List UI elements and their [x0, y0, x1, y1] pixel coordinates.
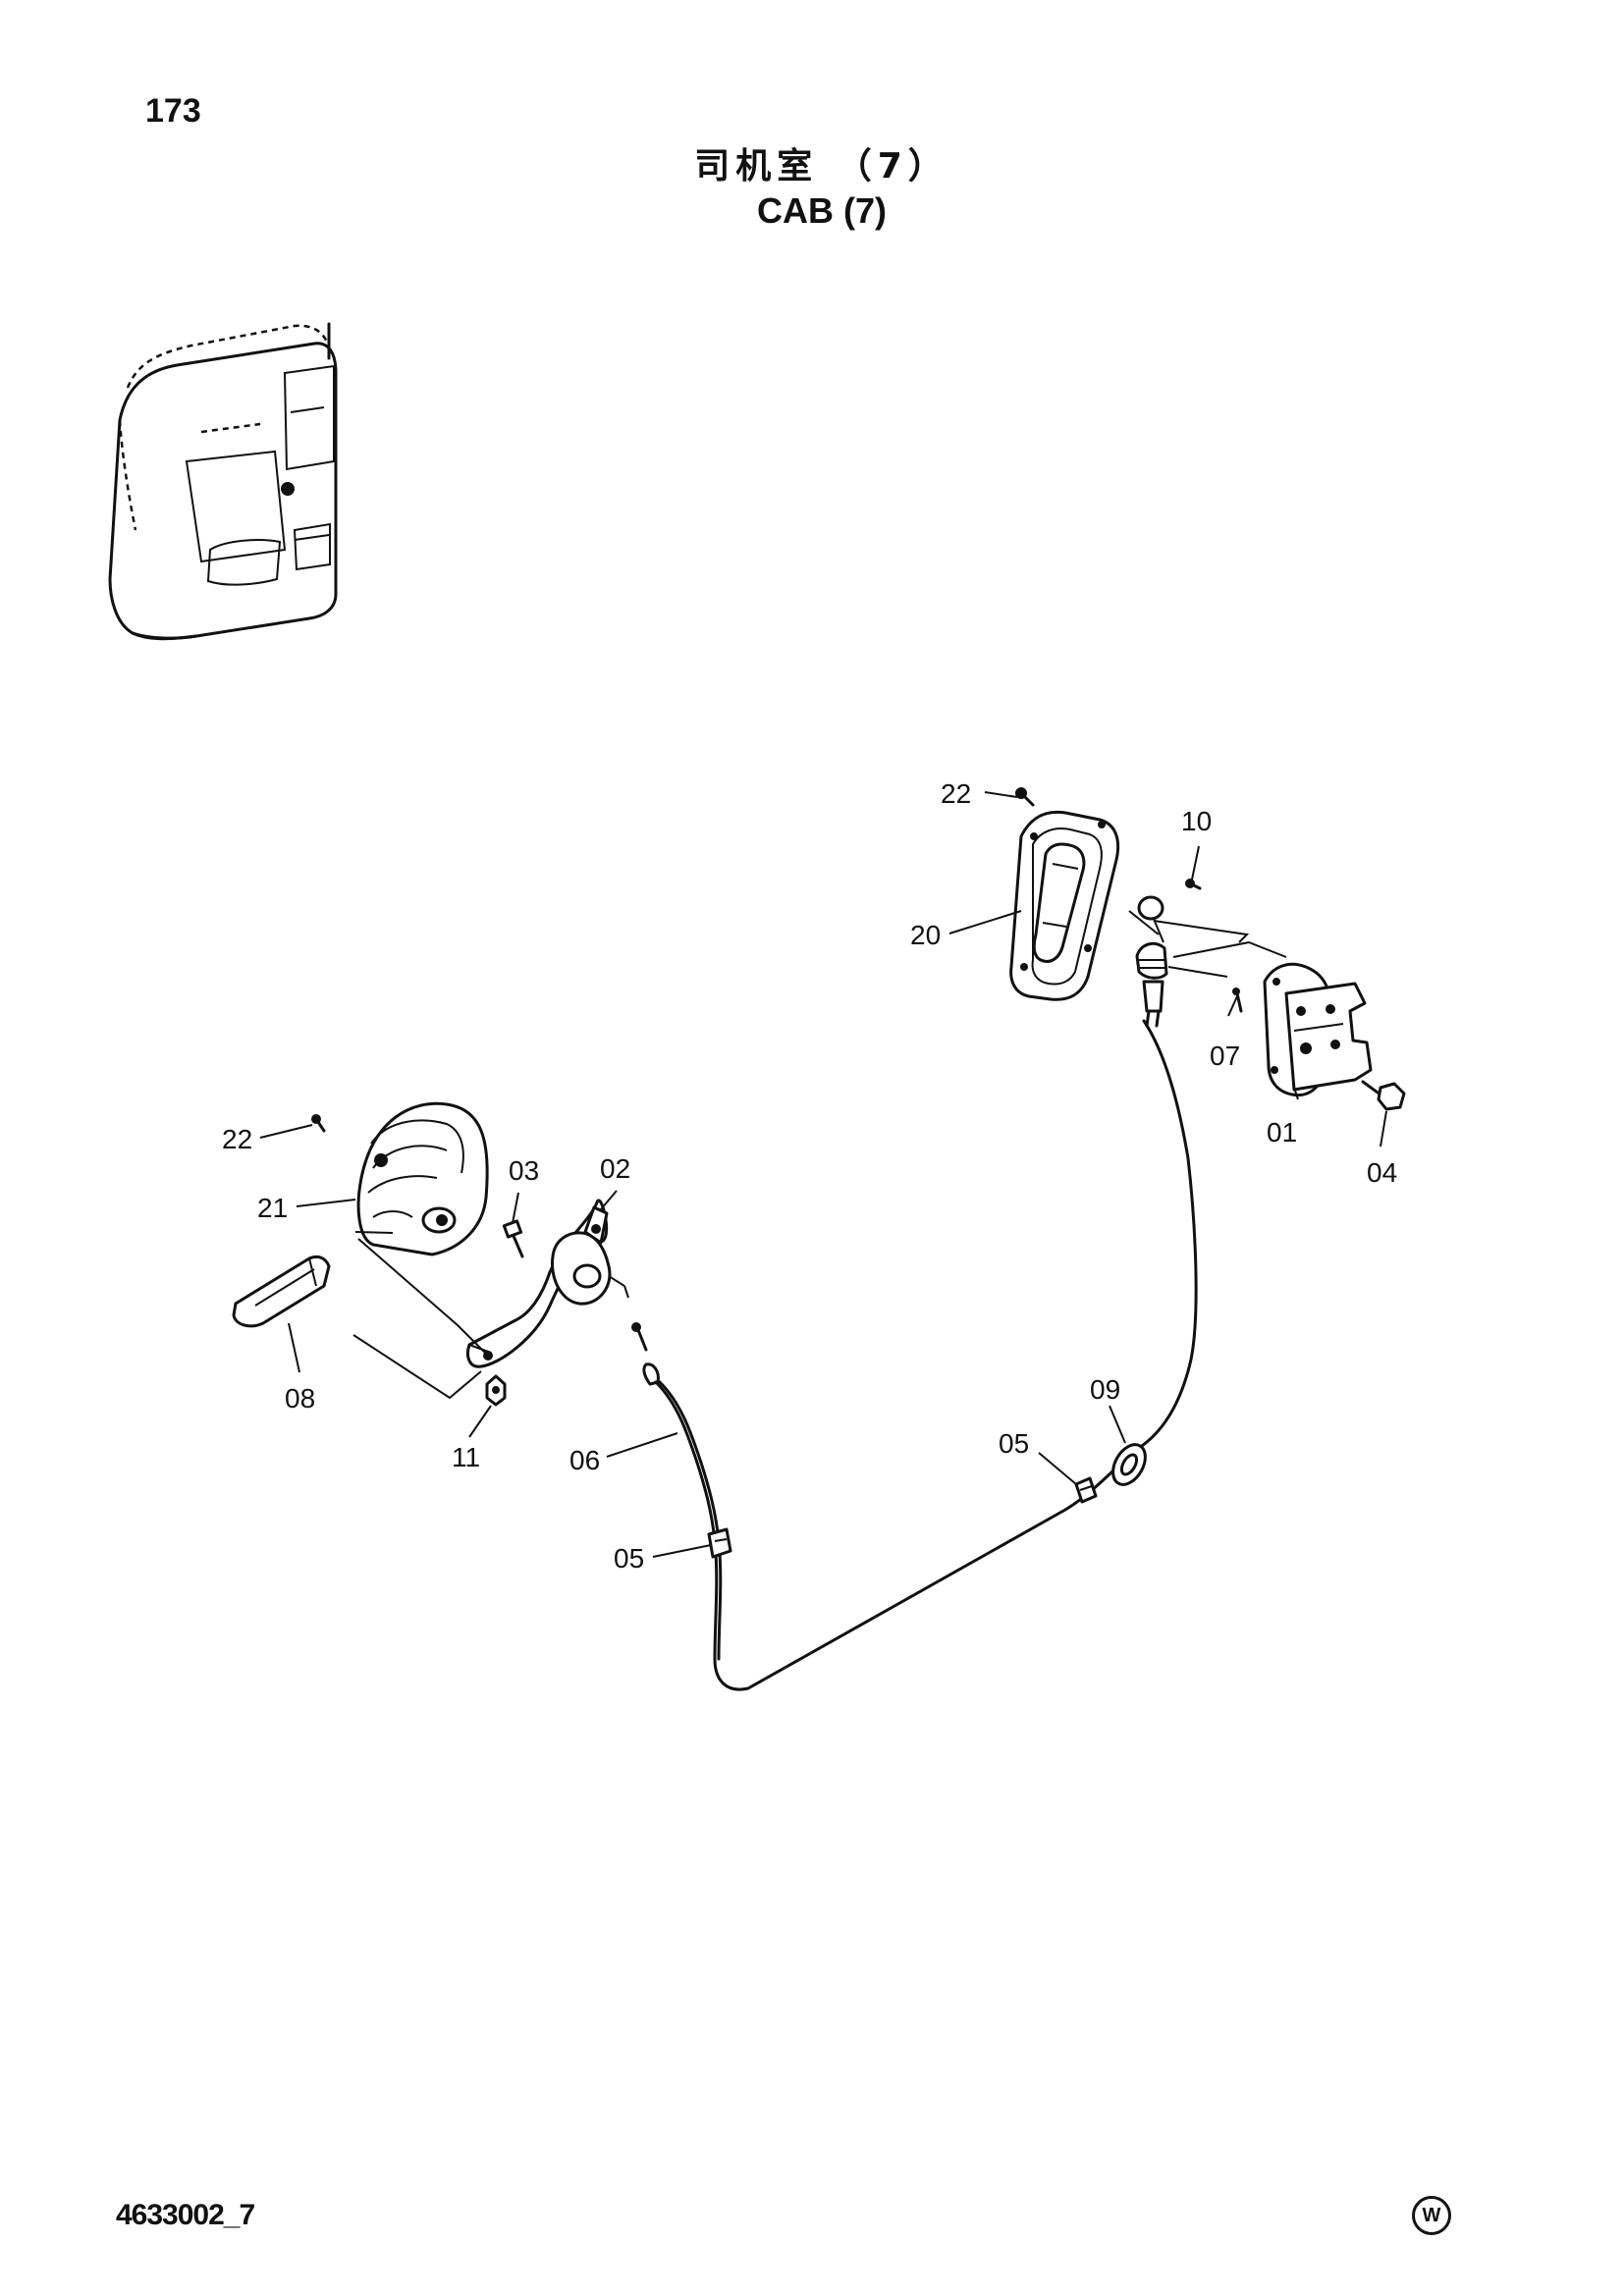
page-number: 173: [145, 92, 201, 130]
callout-06: 06: [569, 1445, 600, 1475]
callout-10: 10: [1181, 806, 1212, 836]
callout-leaders: [259, 791, 1387, 1558]
page-title-english: CAB (7): [757, 190, 887, 231]
callout-22-right: 22: [941, 778, 971, 809]
handle-plate-20: [1009, 810, 1120, 1001]
drawing-code: 4633002_7: [116, 2199, 255, 2231]
clamp-05-upper: [1074, 1476, 1098, 1504]
callout-08: 08: [285, 1383, 315, 1414]
callout-21: 21: [257, 1193, 288, 1223]
clamp-05-lower: [707, 1527, 732, 1559]
callout-07: 07: [1210, 1041, 1240, 1071]
screw-22-left: [311, 1114, 326, 1133]
left-assembly-guides: [352, 1231, 492, 1400]
cable-06: [631, 1019, 1198, 1691]
cab-location-thumbnail: [108, 322, 338, 641]
callout-09: 09: [1090, 1374, 1120, 1405]
screw-07: [1232, 988, 1243, 1013]
bolt-04: [1361, 1080, 1406, 1111]
callout-01: 01: [1267, 1117, 1297, 1148]
callout-20: 20: [910, 920, 941, 950]
callout-02: 02: [600, 1153, 630, 1184]
nut-11: [485, 1374, 507, 1407]
callout-04: 04: [1367, 1157, 1397, 1188]
callout-22-left: 22: [222, 1124, 252, 1154]
inner-handle-08: [232, 1255, 331, 1328]
cable-upper-fittings: [1135, 879, 1202, 1028]
door-lock-01: [1263, 962, 1373, 1097]
bracket-02: [466, 1199, 629, 1368]
callout-05-lower: 05: [614, 1543, 644, 1574]
callout-05-upper: 05: [999, 1428, 1029, 1459]
screw-22-right: [1015, 787, 1035, 807]
callout-labels: 22 10 20 07 01 04 22 21 03 02 08 11 06 0…: [222, 778, 1397, 1574]
callout-11: 11: [452, 1442, 480, 1472]
page-title-chinese: 司机室 （7）: [694, 146, 949, 187]
grommet-09: [1111, 1443, 1147, 1486]
callout-03: 03: [509, 1155, 539, 1186]
w-mark-icon: W: [1412, 2196, 1451, 2235]
handle-bezel-21: [356, 1101, 489, 1256]
right-assembly-guides: [1128, 910, 1287, 978]
bolt-03: [502, 1219, 524, 1258]
